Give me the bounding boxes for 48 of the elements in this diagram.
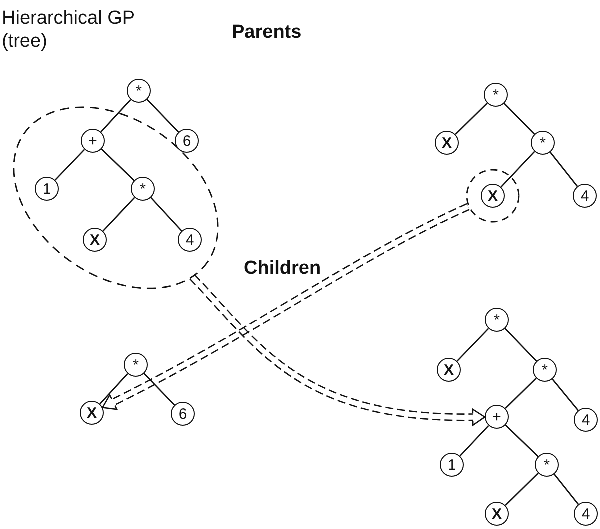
tree-node-circle: 6 <box>175 129 199 153</box>
tree-branch-line <box>505 424 539 458</box>
tree-branch-line <box>144 373 176 406</box>
tree-node-circle: X <box>83 228 107 252</box>
tree-branch-line <box>552 378 579 412</box>
tree-node-circle: 4 <box>574 408 598 432</box>
tree-branch-line <box>554 474 580 506</box>
tree-branch-line <box>100 99 132 133</box>
tree-branch-line <box>456 328 490 362</box>
tree-node-circle: * <box>533 358 557 382</box>
tree-node-circle: + <box>485 405 509 429</box>
tree-node-circle: * <box>484 83 508 107</box>
tree-branch-line <box>505 472 539 506</box>
tree-branch-line <box>150 197 182 232</box>
tree-node-circle: X <box>481 184 505 208</box>
section-label: Children <box>244 258 322 281</box>
tree-branch-line <box>500 151 536 188</box>
tree-node-circle: X <box>435 131 459 155</box>
tree-branch-line <box>102 197 136 232</box>
tree-node-circle: 6 <box>171 402 195 426</box>
tree-node-circle: * <box>124 353 148 377</box>
tree-branch-line <box>505 378 537 410</box>
tree-node-circle: X <box>485 502 509 526</box>
tree-branch-line <box>100 373 128 405</box>
tree-branch-line <box>460 425 490 457</box>
tree-node-circle: * <box>131 177 155 201</box>
diagram-heading: Hierarchical GP (tree) <box>2 8 136 54</box>
dashed-selection-circle <box>466 169 520 223</box>
tree-node-circle: 1 <box>440 453 464 477</box>
tree-node-circle: 4 <box>574 502 598 526</box>
tree-node-circle: * <box>535 453 559 477</box>
tree-branch-line <box>504 103 536 135</box>
tree-node-circle: 4 <box>178 228 202 252</box>
tree-node-circle: * <box>485 308 509 332</box>
tree-node-circle: 4 <box>573 184 597 208</box>
tree-branch-line <box>550 152 578 188</box>
tree-branch-line <box>101 148 135 182</box>
tree-node-circle: X <box>80 401 104 425</box>
section-label: Parents <box>232 22 303 45</box>
tree-branch-line <box>146 99 180 133</box>
tree-node-circle: + <box>81 129 105 153</box>
tree-branch-line <box>455 102 488 136</box>
tree-node-circle: X <box>437 358 461 382</box>
tree-node-circle: * <box>531 131 555 155</box>
tree-node-circle: 1 <box>35 177 59 201</box>
tree-node-circle: * <box>127 79 151 103</box>
tree-branch-line <box>504 328 538 362</box>
tree-branch-line <box>54 149 86 181</box>
